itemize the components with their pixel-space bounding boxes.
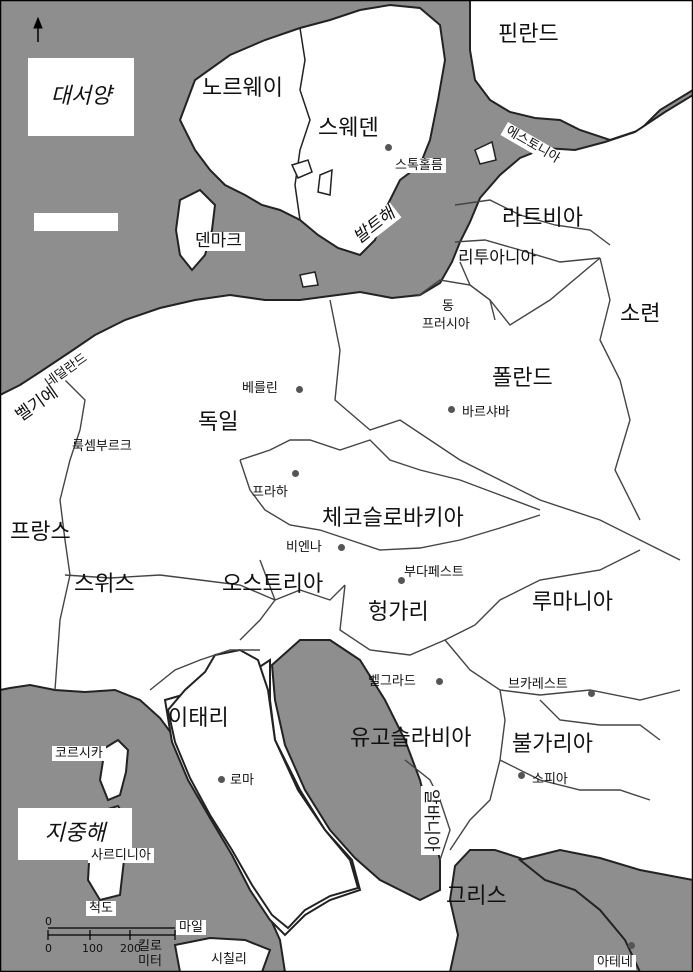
country-borders [54, 199, 681, 861]
country-label-luxembourg: 룩셈부르크 [72, 439, 132, 454]
country-label-germany: 독일 [198, 410, 239, 435]
country-label-france: 프랑스 [10, 520, 71, 545]
north-arrow-icon [33, 16, 43, 42]
country-label-sweden: 스웨덴 [318, 116, 379, 141]
city-label-prague: 프라하 [252, 485, 288, 500]
country-label-romania: 루마니아 [532, 590, 613, 615]
scale-miles-label: 마일 [176, 920, 206, 935]
country-label-denmark: 덴마크 [192, 232, 245, 251]
city-label-sofia: 소피아 [532, 772, 568, 787]
baltic-island-4 [299, 271, 319, 288]
island-label-sicily: 시칠리 [208, 952, 250, 967]
city-dot-warsaw [448, 406, 455, 413]
scale-bar [47, 927, 176, 940]
city-label-vienna: 비엔나 [286, 540, 322, 555]
scale-tick-100: 100 [82, 942, 103, 955]
country-label-east-prussia-2: 프러시아 [422, 317, 470, 332]
city-label-belgrade: 벨그라드 [368, 674, 416, 689]
scale-tick-0: 0 [45, 942, 52, 955]
city-label-berlin: 베를린 [242, 381, 278, 396]
baltic-island-2 [317, 168, 333, 196]
baltic-island-1 [290, 159, 313, 179]
city-dot-athens [628, 942, 635, 949]
island-label-sardinia: 사르디니아 [88, 848, 154, 863]
country-label-greece: 그리스 [446, 884, 507, 909]
country-label-switzerland: 스위스 [74, 572, 135, 597]
country-label-norway: 노르웨이 [202, 76, 283, 101]
scale-km-label-2: 미터 [138, 954, 162, 969]
city-dot-rome [218, 776, 225, 783]
city-label-warsaw: 바르샤바 [462, 405, 510, 420]
country-label-latvia: 라트비아 [502, 206, 583, 231]
corsica-island [98, 738, 130, 802]
city-label-stockholm: 스톡홀름 [392, 158, 446, 173]
city-dot-sofia [518, 772, 525, 779]
scale-title: 척도 [86, 901, 116, 916]
sea-label-blank [34, 213, 118, 231]
country-label-ussr: 소련 [620, 302, 661, 327]
country-label-bulgaria: 불가리아 [512, 732, 593, 757]
city-label-bucharest: 브카레스트 [508, 677, 568, 692]
city-dot-belgrade [436, 678, 443, 685]
island-label-corsica: 코르시카 [52, 746, 106, 761]
country-label-italy: 이태리 [168, 706, 229, 731]
country-label-austria: 오스트리아 [222, 572, 324, 597]
sea-label-atlantic: 대서양 [28, 58, 134, 136]
country-label-albania: 알바니아 [421, 786, 441, 855]
country-label-east-prussia-1: 동 [442, 299, 454, 314]
city-dot-prague [292, 470, 299, 477]
land-italy-fill [166, 648, 360, 930]
country-label-poland: 폴란드 [492, 366, 553, 391]
land-finland [469, 0, 693, 142]
country-label-lithuania: 리투아니아 [458, 248, 537, 268]
scale-mile-zero: 0 [45, 915, 52, 928]
city-dot-berlin [296, 386, 303, 393]
aegean-sea [517, 848, 693, 972]
city-dot-vienna [338, 544, 345, 551]
city-dot-stockholm [385, 144, 392, 151]
city-dot-budapest [398, 577, 405, 584]
country-label-yugoslavia: 유고슬라비아 [350, 726, 472, 751]
border-norway-sweden [294, 27, 311, 221]
scale-km-label-1: 킬로 [138, 939, 162, 954]
land-continent [0, 93, 693, 972]
city-label-budapest: 부다페스트 [404, 565, 464, 580]
adriatic-sea [270, 639, 441, 902]
city-dot-bucharest [588, 690, 595, 697]
country-label-hungary: 헝가리 [368, 600, 429, 625]
scale-tick-200: 200 [120, 942, 141, 955]
city-label-athens: 아테네 [594, 955, 636, 970]
city-label-rome: 로마 [230, 773, 254, 788]
country-label-finland: 핀란드 [498, 22, 559, 47]
country-label-czechoslovakia: 체코슬로바키아 [322, 506, 464, 531]
baltic-island-3 [474, 140, 497, 165]
